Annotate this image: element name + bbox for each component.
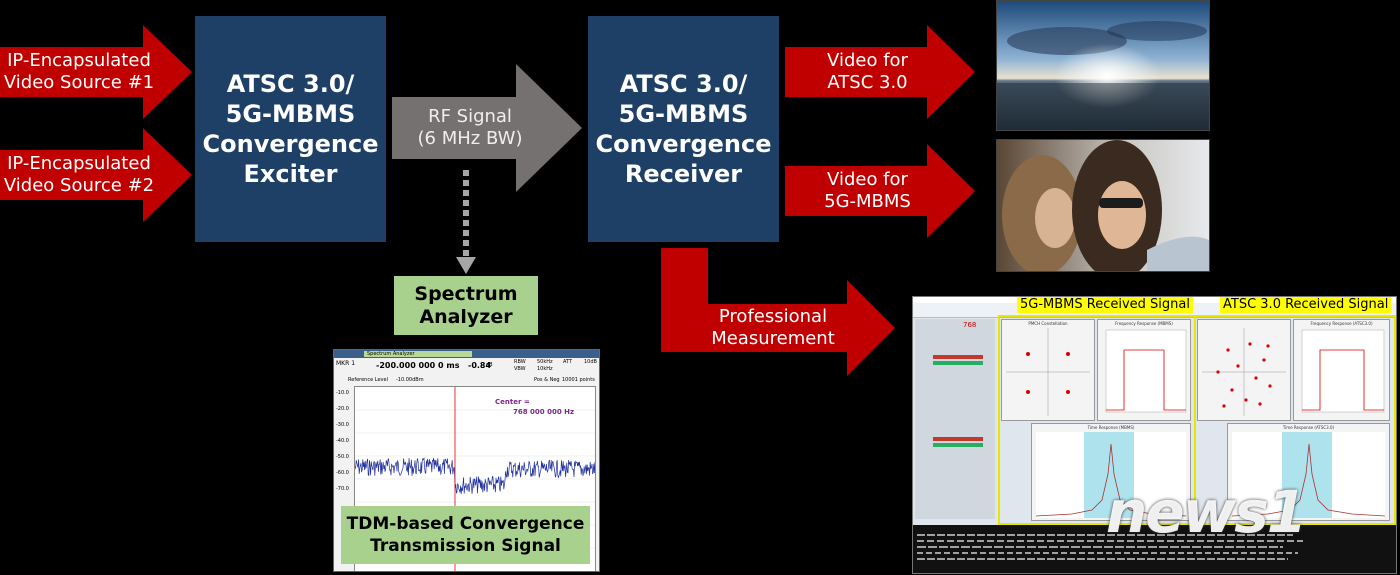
measurement-console — [913, 525, 1396, 573]
measurement-side-panel — [915, 319, 995, 519]
analyzer-rbw-label: RBW — [514, 359, 526, 365]
output-arrow-atsc — [785, 25, 975, 119]
output-arrow-mbms — [785, 144, 975, 238]
analyzer-marker-value: -200.000 000 0 ms — [376, 361, 460, 370]
analyzer-vbw-label: VBW — [514, 366, 526, 372]
women-image — [997, 140, 1209, 271]
atsc-received-label: ATSC 3.0 Received Signal — [1220, 297, 1392, 313]
analyzer-y-tick: -10.0 — [336, 390, 349, 396]
time-mbms-panel: Time Response (MBMS) — [1031, 423, 1191, 521]
freq-atsc-svg — [1301, 329, 1385, 413]
time-atsc-panel: Time Response (ATSC3.0) — [1227, 423, 1390, 521]
freq-mbms-title: Frequency Response (MBMS) — [1115, 321, 1173, 326]
sunset-image — [997, 1, 1209, 130]
analyzer-y-tick: -20.0 — [336, 406, 349, 412]
analyzer-y-tick: -70.0 — [336, 486, 349, 492]
tdm-caption: TDM-based Convergence Transmission Signa… — [341, 506, 590, 564]
status-bar-red-2 — [933, 437, 983, 441]
pmch-svg — [1006, 328, 1090, 416]
output-label-atsc: Video for ATSC 3.0 — [827, 50, 908, 93]
input-arrow-2 — [0, 128, 192, 222]
atsc-video-photo — [996, 0, 1210, 131]
professional-label: Professional Measurement — [711, 306, 835, 349]
analyzer-rbw-value: 50kHz — [537, 359, 553, 365]
analyzer-noise-trace — [354, 457, 596, 494]
analyzer-ref-value: -10.00dBm — [396, 377, 424, 383]
analyzer-y-tick: -30.0 — [336, 422, 349, 428]
input-label-1: IP-Encapsulated Video Source #1 — [3, 50, 155, 93]
status-bar-green-2 — [933, 443, 983, 447]
freq-atsc-title: Frequency Response (ATSC3.0) — [1310, 321, 1373, 326]
time-mbms-svg — [1035, 432, 1187, 518]
analyzer-mode: Pos & Neg — [534, 377, 560, 383]
analyzer-y-tick: -60.0 — [336, 470, 349, 476]
console-lines-svg — [917, 534, 1303, 560]
analyzer-level-unit: dB — [486, 362, 493, 368]
analyzer-level-value: -0.84 — [468, 361, 492, 370]
analyzer-window-title: Spectrum Analyzer — [364, 351, 472, 357]
mbms-video-photo — [996, 139, 1210, 272]
analyzer-center-value: 768 000 000 Hz — [513, 408, 575, 416]
receiver-box: ATSC 3.0/ 5G-MBMS Convergence Receiver — [588, 16, 779, 242]
mbms-received-label: 5G-MBMS Received Signal — [1017, 297, 1193, 313]
input-arrow-1 — [0, 25, 192, 119]
analyzer-att-value: 10dB — [584, 359, 597, 365]
input-label-2: IP-Encapsulated Video Source #2 — [3, 153, 155, 196]
pmch-title: PMCH Constellation — [1028, 321, 1068, 326]
analyzer-points: 10001 points — [562, 377, 595, 383]
analyzer-ref-label: Reference Level — [348, 377, 388, 383]
pmch-constellation-panel: PMCH Constellation — [1001, 319, 1095, 421]
freq-mbms-svg — [1105, 329, 1187, 413]
freq-atsc-panel: Frequency Response (ATSC3.0) — [1293, 319, 1390, 421]
analyzer-center-label: Center = — [495, 398, 530, 406]
rf-signal-arrow — [392, 64, 582, 192]
atsc-constellation-svg — [1202, 328, 1286, 416]
time-atsc-title: Time Response (ATSC3.0) — [1282, 425, 1335, 430]
measurement-value-display: 768 — [963, 321, 977, 329]
atsc-region — [1194, 315, 1396, 525]
status-bar-green — [933, 361, 983, 365]
time-atsc-svg — [1231, 432, 1386, 518]
analyzer-y-tick: -40.0 — [336, 438, 349, 444]
output-label-mbms: Video for 5G-MBMS — [824, 169, 911, 212]
analyzer-y-tick: -50.0 — [336, 454, 349, 460]
analyzer-att-label: ATT — [563, 359, 573, 365]
measurement-screen: 768 PMCH Constellation Frequency Respons… — [912, 296, 1397, 574]
status-bar-red — [933, 355, 983, 359]
atsc-constellation-panel — [1197, 319, 1291, 421]
rf-signal-label: RF Signal (6 MHz BW) — [417, 106, 523, 149]
exciter-box: ATSC 3.0/ 5G-MBMS Convergence Exciter — [195, 16, 386, 242]
dotted-arrow-head — [456, 257, 476, 274]
analyzer-marker: MKR 1 — [336, 360, 356, 367]
news1-watermark: news1 — [1106, 478, 1307, 546]
spectrum-analyzer-label: Spectrum Analyzer — [394, 276, 538, 335]
analyzer-vbw-value: 10kHz — [537, 366, 553, 372]
time-mbms-title: Time Response (MBMS) — [1087, 425, 1135, 430]
freq-mbms-panel: Frequency Response (MBMS) — [1097, 319, 1191, 421]
professional-arrow — [661, 248, 895, 376]
